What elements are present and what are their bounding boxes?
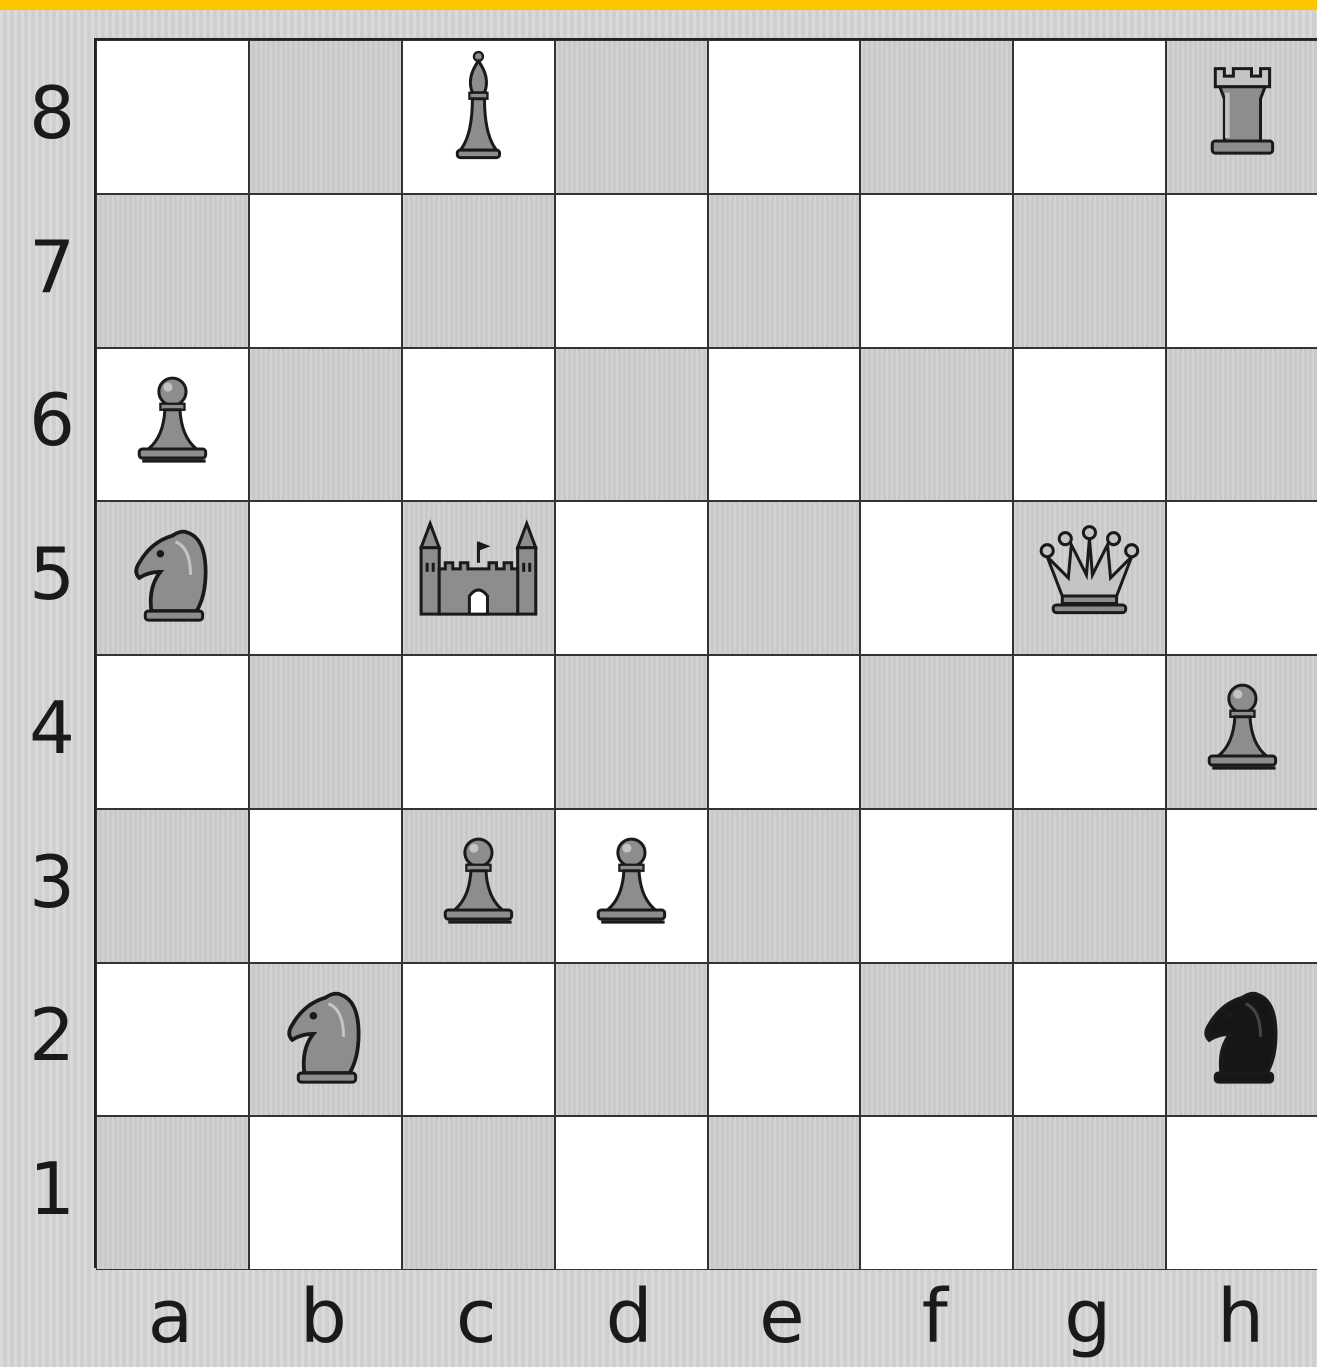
square-c3[interactable] bbox=[402, 809, 555, 963]
square-f6[interactable] bbox=[860, 348, 1013, 502]
square-a5[interactable] bbox=[96, 501, 249, 655]
white-pawn-icon[interactable] bbox=[97, 349, 248, 501]
white-rook-icon[interactable] bbox=[1167, 41, 1317, 193]
square-c4[interactable] bbox=[402, 655, 555, 809]
square-a6[interactable] bbox=[96, 348, 249, 502]
white-pawn-icon[interactable] bbox=[1167, 656, 1317, 808]
square-d5[interactable] bbox=[555, 501, 708, 655]
rank-label-8: 8 bbox=[22, 77, 82, 149]
square-a7[interactable] bbox=[96, 194, 249, 348]
file-label-b: b bbox=[247, 1280, 400, 1354]
rank-label-2: 2 bbox=[22, 999, 82, 1071]
black-knight-icon[interactable] bbox=[1167, 964, 1317, 1116]
square-b7[interactable] bbox=[249, 194, 402, 348]
square-f8[interactable] bbox=[860, 40, 1013, 194]
square-d6[interactable] bbox=[555, 348, 708, 502]
square-e4[interactable] bbox=[708, 655, 861, 809]
square-d7[interactable] bbox=[555, 194, 708, 348]
square-a4[interactable] bbox=[96, 655, 249, 809]
square-c6[interactable] bbox=[402, 348, 555, 502]
file-label-f: f bbox=[858, 1280, 1011, 1354]
file-label-a: a bbox=[94, 1280, 247, 1354]
square-c7[interactable] bbox=[402, 194, 555, 348]
square-a3[interactable] bbox=[96, 809, 249, 963]
square-f2[interactable] bbox=[860, 963, 1013, 1117]
square-d8[interactable] bbox=[555, 40, 708, 194]
file-label-d: d bbox=[553, 1280, 706, 1354]
square-a8[interactable] bbox=[96, 40, 249, 194]
square-h4[interactable] bbox=[1166, 655, 1317, 809]
square-g3[interactable] bbox=[1013, 809, 1166, 963]
square-g6[interactable] bbox=[1013, 348, 1166, 502]
square-b5[interactable] bbox=[249, 501, 402, 655]
square-a1[interactable] bbox=[96, 1116, 249, 1270]
square-h3[interactable] bbox=[1166, 809, 1317, 963]
square-e2[interactable] bbox=[708, 963, 861, 1117]
white-pawn-icon[interactable] bbox=[403, 810, 554, 962]
square-e1[interactable] bbox=[708, 1116, 861, 1270]
file-label-e: e bbox=[706, 1280, 859, 1354]
square-e6[interactable] bbox=[708, 348, 861, 502]
square-f7[interactable] bbox=[860, 194, 1013, 348]
square-g4[interactable] bbox=[1013, 655, 1166, 809]
square-b8[interactable] bbox=[249, 40, 402, 194]
rank-label-1: 1 bbox=[22, 1153, 82, 1225]
rank-label-7: 7 bbox=[22, 231, 82, 303]
square-b2[interactable] bbox=[249, 963, 402, 1117]
square-f1[interactable] bbox=[860, 1116, 1013, 1270]
square-e5[interactable] bbox=[708, 501, 861, 655]
square-b1[interactable] bbox=[249, 1116, 402, 1270]
square-b4[interactable] bbox=[249, 655, 402, 809]
square-c5[interactable] bbox=[402, 501, 555, 655]
square-e8[interactable] bbox=[708, 40, 861, 194]
file-label-g: g bbox=[1011, 1280, 1164, 1354]
square-f3[interactable] bbox=[860, 809, 1013, 963]
square-a2[interactable] bbox=[96, 963, 249, 1117]
square-d4[interactable] bbox=[555, 655, 708, 809]
square-d1[interactable] bbox=[555, 1116, 708, 1270]
square-d2[interactable] bbox=[555, 963, 708, 1117]
square-g7[interactable] bbox=[1013, 194, 1166, 348]
rank-label-3: 3 bbox=[22, 846, 82, 918]
square-b6[interactable] bbox=[249, 348, 402, 502]
square-f4[interactable] bbox=[860, 655, 1013, 809]
rank-label-5: 5 bbox=[22, 538, 82, 610]
square-h2[interactable] bbox=[1166, 963, 1317, 1117]
square-g8[interactable] bbox=[1013, 40, 1166, 194]
white-knight-icon[interactable] bbox=[97, 502, 248, 654]
square-h8[interactable] bbox=[1166, 40, 1317, 194]
square-g2[interactable] bbox=[1013, 963, 1166, 1117]
square-c8[interactable] bbox=[402, 40, 555, 194]
file-label-h: h bbox=[1164, 1280, 1317, 1354]
white-queen-icon[interactable] bbox=[1014, 502, 1165, 654]
rank-label-4: 4 bbox=[22, 692, 82, 764]
square-c2[interactable] bbox=[402, 963, 555, 1117]
square-e7[interactable] bbox=[708, 194, 861, 348]
square-e3[interactable] bbox=[708, 809, 861, 963]
file-label-c: c bbox=[400, 1280, 553, 1354]
white-bishop-icon[interactable] bbox=[403, 41, 554, 193]
white-knight-icon[interactable] bbox=[250, 964, 401, 1116]
square-h1[interactable] bbox=[1166, 1116, 1317, 1270]
square-b3[interactable] bbox=[249, 809, 402, 963]
square-d3[interactable] bbox=[555, 809, 708, 963]
white-pawn-icon[interactable] bbox=[556, 810, 707, 962]
top-accent-bar bbox=[0, 0, 1317, 10]
rank-label-6: 6 bbox=[22, 384, 82, 456]
chess-board bbox=[94, 38, 1317, 1268]
white-castle-icon[interactable] bbox=[403, 502, 554, 654]
square-h5[interactable] bbox=[1166, 501, 1317, 655]
square-g1[interactable] bbox=[1013, 1116, 1166, 1270]
square-f5[interactable] bbox=[860, 501, 1013, 655]
square-g5[interactable] bbox=[1013, 501, 1166, 655]
square-h6[interactable] bbox=[1166, 348, 1317, 502]
square-h7[interactable] bbox=[1166, 194, 1317, 348]
square-c1[interactable] bbox=[402, 1116, 555, 1270]
